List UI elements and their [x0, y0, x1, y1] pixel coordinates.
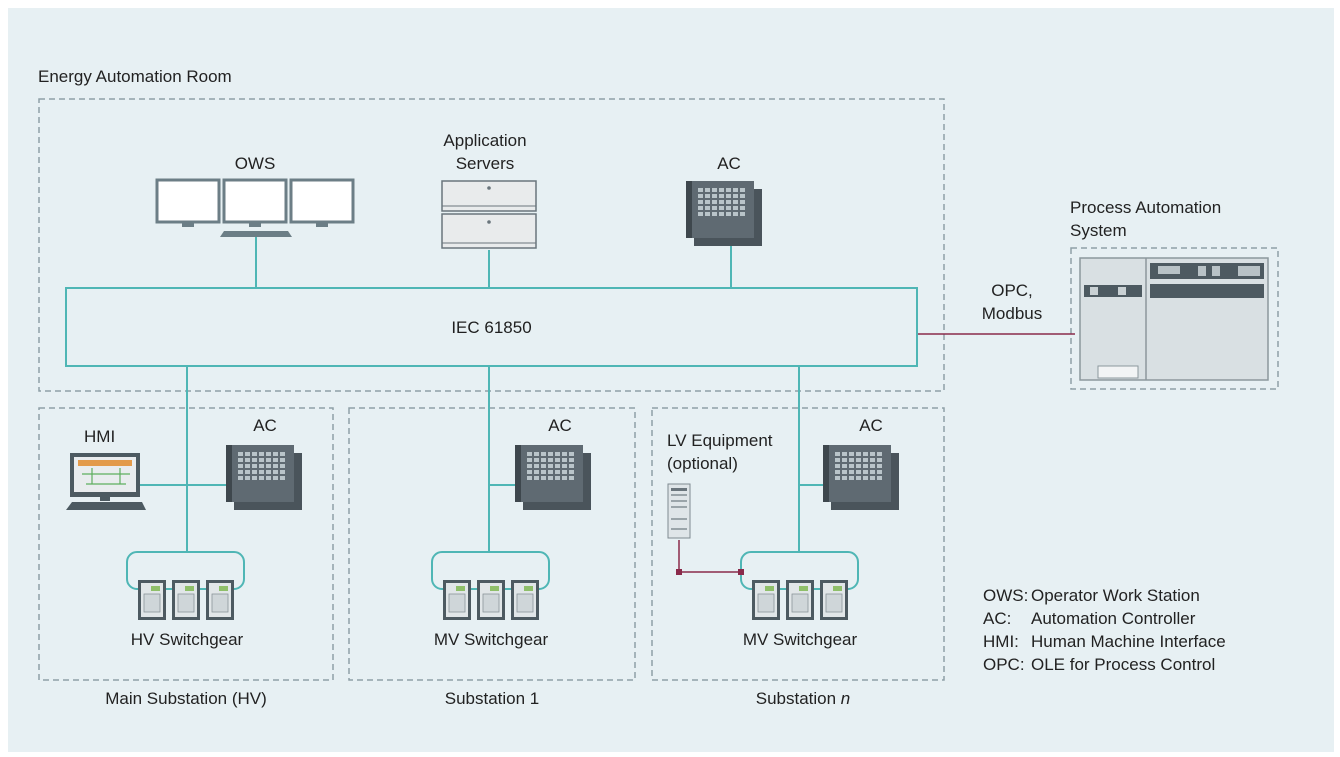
legend-abbr-ac: AC:	[983, 609, 1012, 628]
energy-automation-room-area	[38, 98, 945, 392]
opc-label-2: Modbus	[981, 304, 1043, 323]
process-automation-area	[1070, 247, 1279, 390]
legend-desc-ac: Automation Controller	[1031, 609, 1196, 628]
substation-n-label: Substation n	[756, 689, 851, 709]
legend-desc-hmi: Human Machine Interface	[1031, 632, 1226, 651]
ows-label: OWS	[234, 154, 276, 173]
energy-automation-room-title: Energy Automation Room	[38, 67, 232, 86]
legend-abbr-ows: OWS:	[983, 586, 1029, 605]
ac-controller-icon	[226, 445, 302, 510]
mv-switchgear-label-n: MV Switchgear	[742, 630, 858, 649]
application-servers-icon	[441, 180, 537, 249]
ac-sub1-label: AC	[548, 416, 572, 435]
bus-label: IEC 61850	[451, 318, 532, 337]
substation-n-italic: n	[840, 689, 851, 708]
substation-1-label: Substation 1	[444, 689, 540, 708]
ac-controller-icon	[686, 181, 762, 246]
switchgear-units-icon	[752, 580, 848, 620]
serial-links	[678, 333, 1075, 573]
application-servers-label-2: Servers	[455, 154, 515, 173]
ac-top-label: AC	[717, 154, 741, 173]
legend-desc-opc: OLE for Process Control	[1031, 655, 1216, 674]
ows-monitors-icon	[155, 178, 355, 237]
main-substation-label: Main Substation (HV)	[105, 689, 267, 708]
mv-switchgear-label-1: MV Switchgear	[433, 630, 549, 649]
application-servers-label-1: Application	[443, 131, 527, 150]
switchgear-units-icon	[443, 580, 539, 620]
lv-equipment-icon	[667, 483, 691, 539]
lv-equipment-label-1: LV Equipment	[667, 431, 773, 450]
substation-n-prefix: Substation	[755, 689, 841, 708]
process-automation-system-icon	[1079, 257, 1269, 381]
process-automation-label-2: System	[1070, 221, 1127, 240]
switchgear-units-icon	[138, 580, 234, 620]
ac-controller-icon	[823, 445, 899, 510]
ac-main-label: AC	[253, 416, 277, 435]
hv-switchgear-label: HV Switchgear	[130, 630, 244, 649]
legend-abbr-opc: OPC:	[983, 655, 1025, 674]
iec-61850-bus: IEC 61850	[65, 287, 918, 367]
substation-1-area	[348, 407, 636, 681]
ac-controller-icon	[515, 445, 591, 510]
connection-node	[738, 569, 744, 575]
ac-subn-label: AC	[859, 416, 883, 435]
substation-ac-icons	[226, 445, 899, 510]
process-automation-label-1: Process Automation	[1070, 198, 1222, 217]
ac-controller-icon	[686, 181, 762, 246]
main-substation-area	[38, 407, 334, 681]
opc-label-1: OPC,	[991, 281, 1033, 300]
hmi-label: HMI	[84, 427, 116, 446]
lv-equipment-label-2: (optional)	[667, 454, 738, 473]
connection-node	[676, 569, 682, 575]
hmi-computer-icon	[66, 453, 146, 510]
switchgear-icons	[138, 580, 848, 620]
legend-desc-ows: Operator Work Station	[1031, 586, 1200, 605]
legend-abbr-hmi: HMI:	[983, 632, 1019, 651]
